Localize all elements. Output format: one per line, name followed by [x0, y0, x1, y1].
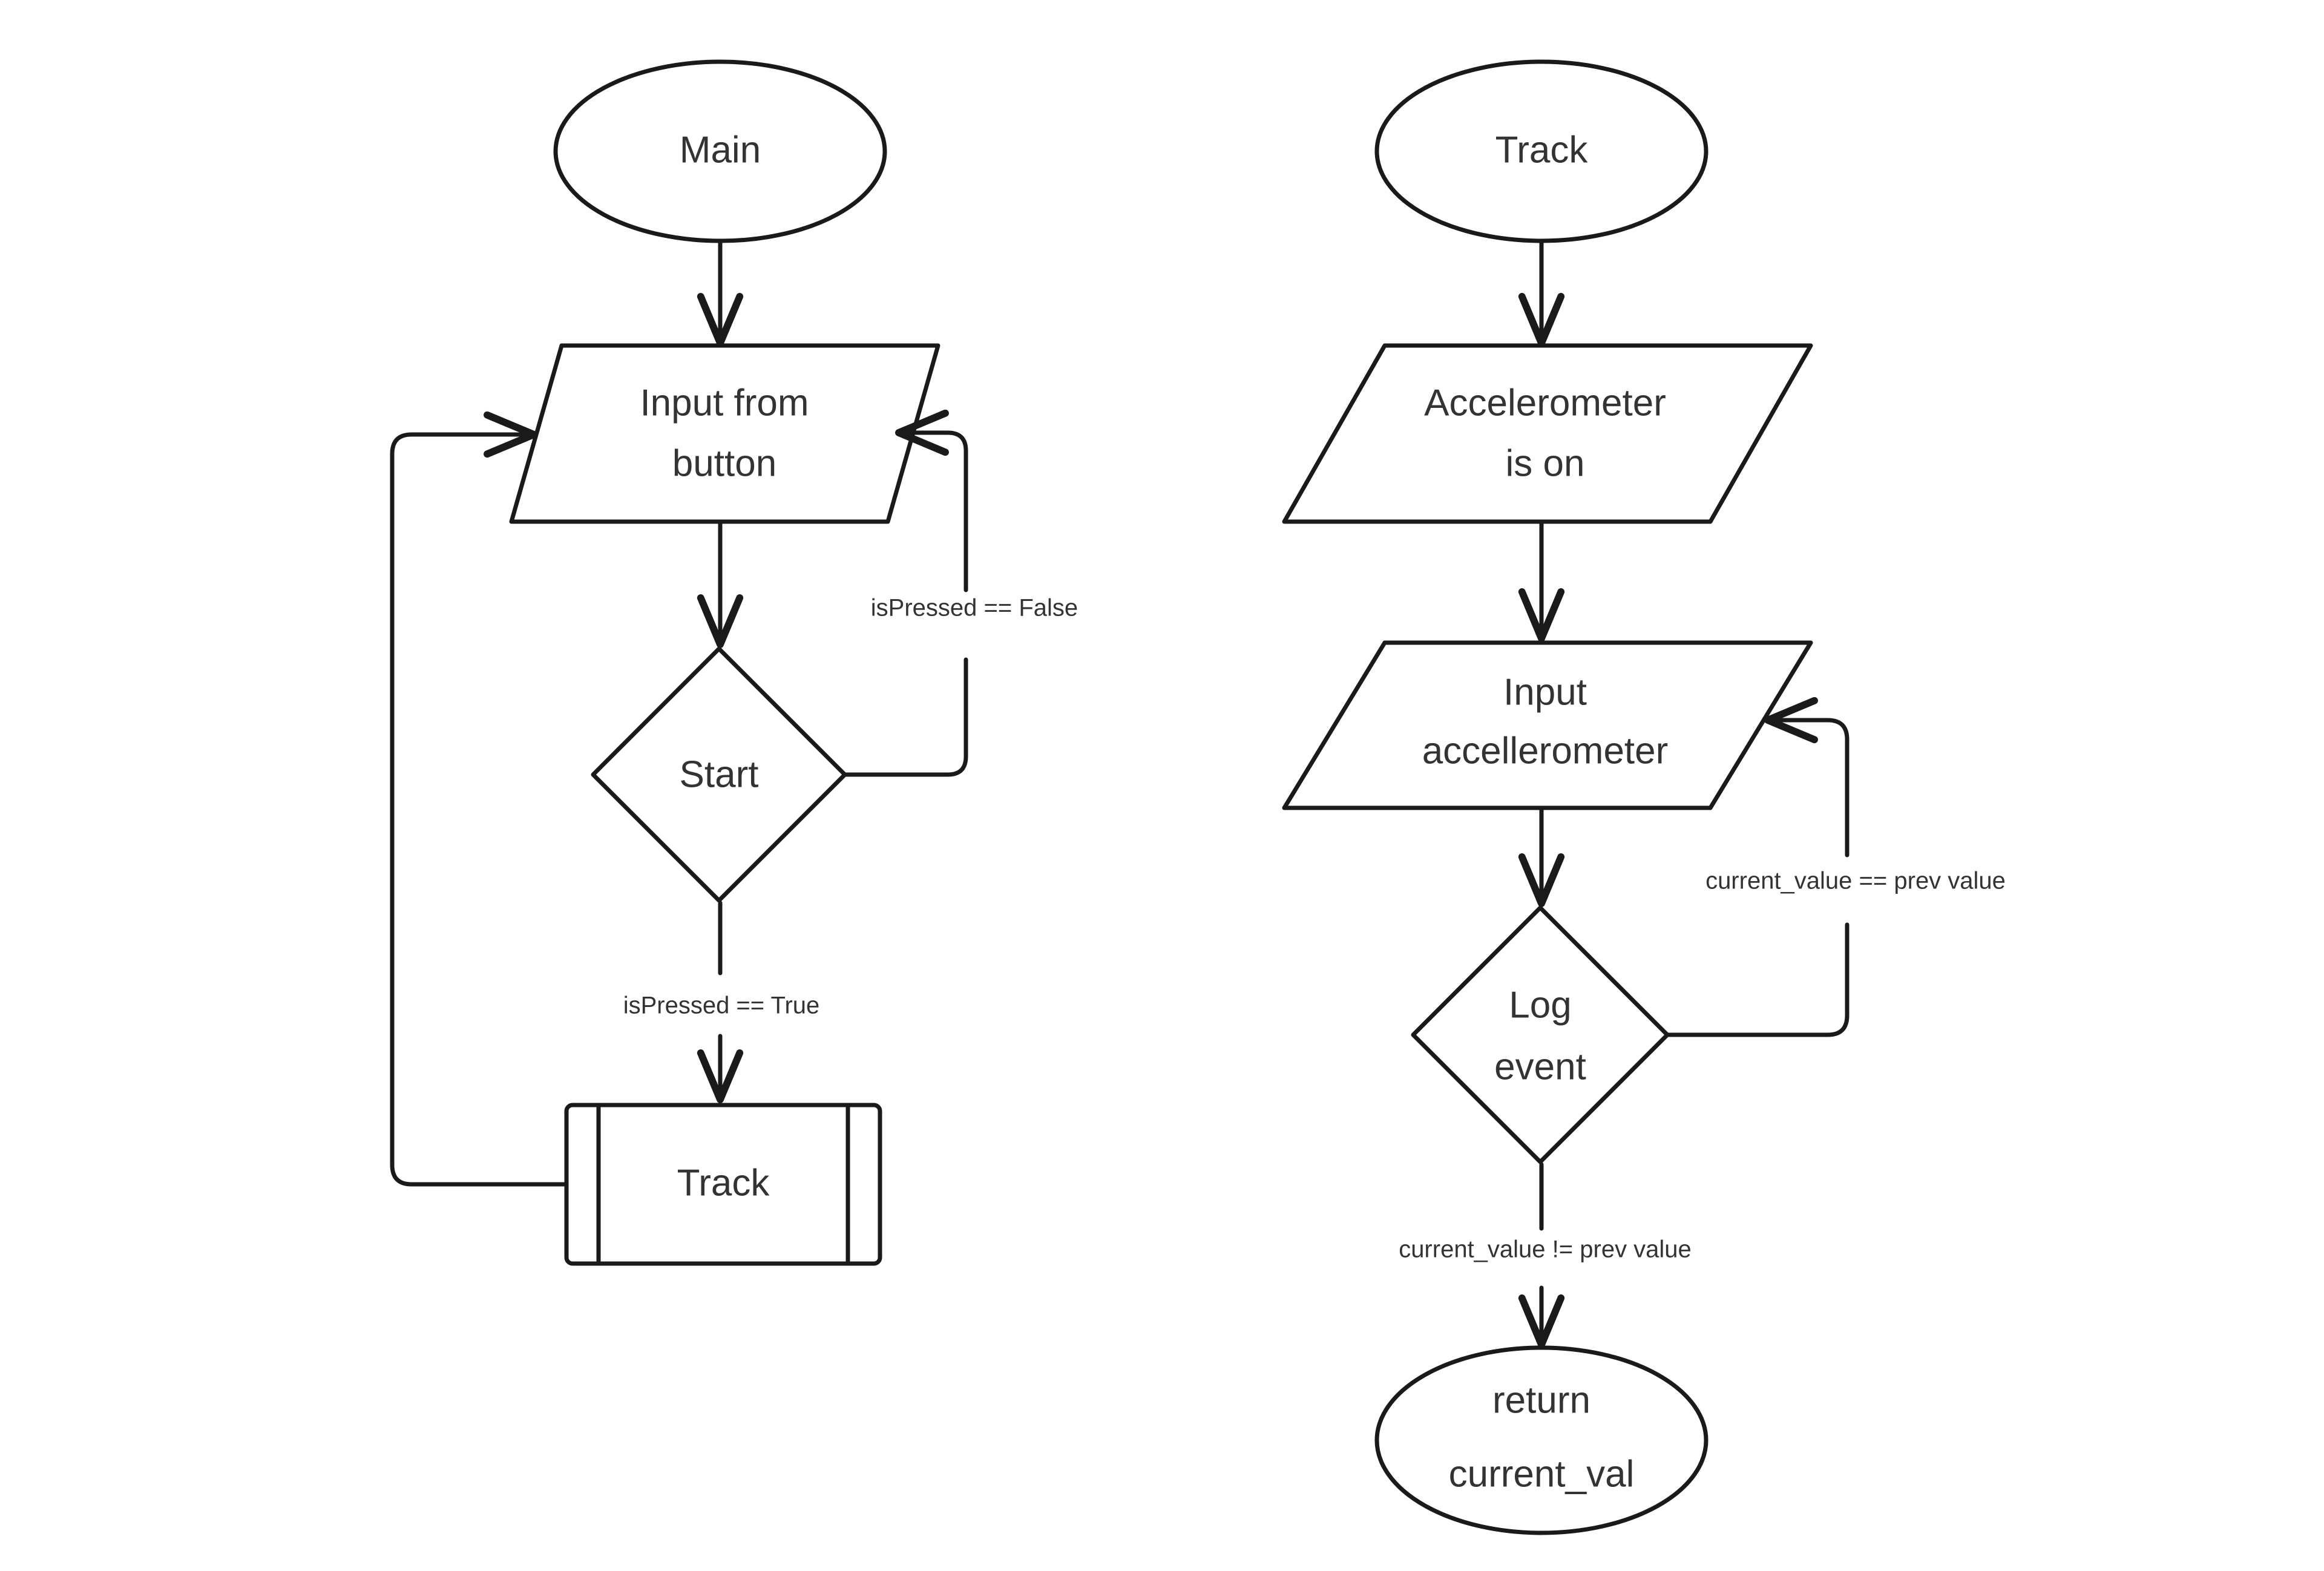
- node-input-accelerometer[interactable]: Input accellerometer: [1282, 640, 1813, 810]
- node-return-terminal[interactable]: return current_val: [1374, 1345, 1709, 1535]
- node-return-terminal-line1: return: [1492, 1379, 1590, 1421]
- node-log-event-line2: event: [1494, 1046, 1586, 1087]
- parallelogram-shape: [1282, 640, 1813, 810]
- node-track-terminal-label: Track: [1495, 129, 1589, 171]
- node-log-event-line1: Log: [1509, 984, 1571, 1026]
- node-input-button[interactable]: Input from button: [509, 343, 940, 524]
- node-accelerometer-on[interactable]: Accelerometer is on: [1282, 343, 1813, 524]
- node-track-subroutine[interactable]: Track: [564, 1103, 882, 1266]
- node-track-terminal[interactable]: Track: [1374, 59, 1709, 243]
- parallelogram-shape: [509, 343, 940, 524]
- node-track-subroutine-label: Track: [677, 1162, 770, 1204]
- edge-start-false-loop-upper: [895, 409, 968, 592]
- node-accelerometer-on-line1: Accelerometer: [1424, 382, 1666, 424]
- node-input-button-line1: Input from: [640, 382, 809, 424]
- node-main-terminal[interactable]: Main: [553, 59, 887, 243]
- node-accelerometer-on-line2: is on: [1506, 442, 1585, 484]
- edge-track-back-to-input: [390, 411, 569, 1187]
- node-input-button-line2: button: [672, 442, 776, 484]
- edge-label-ispressed-false: isPressed == False: [871, 595, 1078, 622]
- edge-log-equal-loop-lower: [1665, 922, 1850, 1037]
- edge-label-ispressed-true: isPressed == True: [623, 992, 820, 1019]
- edge-start-false-loop-lower: [842, 657, 968, 777]
- edge-log-equal-loop-upper: [1764, 697, 1850, 858]
- node-input-accelerometer-line2: accellerometer: [1422, 730, 1669, 772]
- node-log-event-decision[interactable]: Log event: [1411, 905, 1670, 1164]
- parallelogram-shape: [1282, 343, 1813, 524]
- node-start-decision[interactable]: Start: [591, 646, 847, 903]
- node-return-terminal-line2: current_val: [1449, 1453, 1635, 1495]
- edge-label-current-notequals-prev: current_value != prev value: [1399, 1236, 1692, 1263]
- node-main-terminal-label: Main: [680, 129, 761, 171]
- edge-label-current-equals-prev: current_value == prev value: [1705, 868, 2006, 894]
- diamond-shape: [1411, 905, 1670, 1164]
- ellipse-shape: [1374, 1345, 1709, 1535]
- node-input-accelerometer-line1: Input: [1503, 671, 1587, 713]
- diamond-shape: [591, 646, 847, 903]
- node-start-decision-label: Start: [680, 753, 759, 795]
